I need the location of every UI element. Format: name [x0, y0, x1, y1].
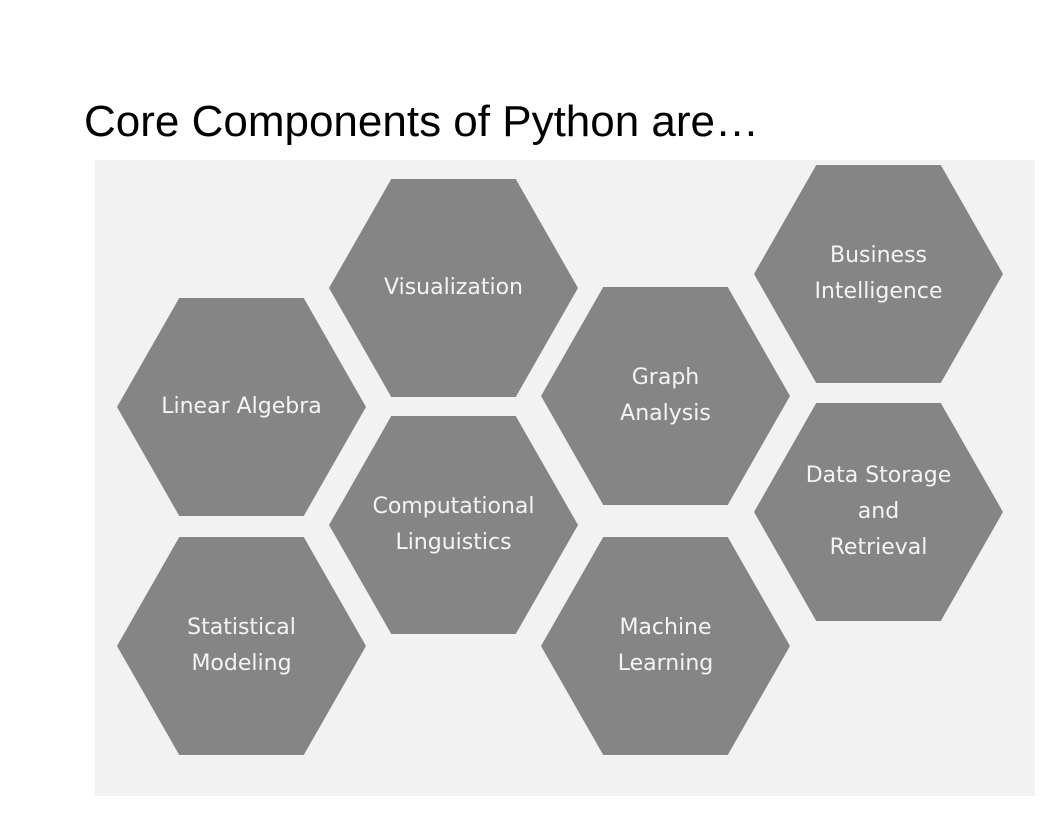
hexagon-label: Linear Algebra	[161, 394, 322, 419]
hexagon-label: Visualization	[384, 275, 523, 300]
hexagon-linear-algebra: Linear Algebra	[117, 298, 366, 516]
hexagon-data-storage-and-retrieval: Data Storage and Retrieval	[754, 403, 1003, 621]
hexagon-computational-linguistics: Computational Linguistics	[329, 416, 578, 634]
hexagon-label: Statistical Modeling	[187, 615, 296, 676]
hexagon-machine-learning: Machine Learning	[541, 537, 790, 755]
slide-title: Core Components of Python are…	[84, 97, 760, 146]
hexagon-label: Graph Analysis	[620, 365, 711, 426]
hexagon-label: Data Storage and Retrieval	[805, 463, 952, 560]
hexagon-graph-analysis: Graph Analysis	[541, 287, 790, 505]
hexagon-label: Machine Learning	[617, 615, 714, 676]
hexagon-label: Computational Linguistics	[372, 494, 535, 555]
hexagon-statistical-modeling: Statistical Modeling	[117, 537, 366, 755]
hexagon-business-intelligence: Business Intelligence	[754, 165, 1003, 383]
hexagon-diagram: Visualization Linear Algebra Computation…	[95, 160, 1035, 796]
hexagon-visualization: Visualization	[329, 179, 578, 397]
hexagon-label: Business Intelligence	[814, 243, 943, 304]
